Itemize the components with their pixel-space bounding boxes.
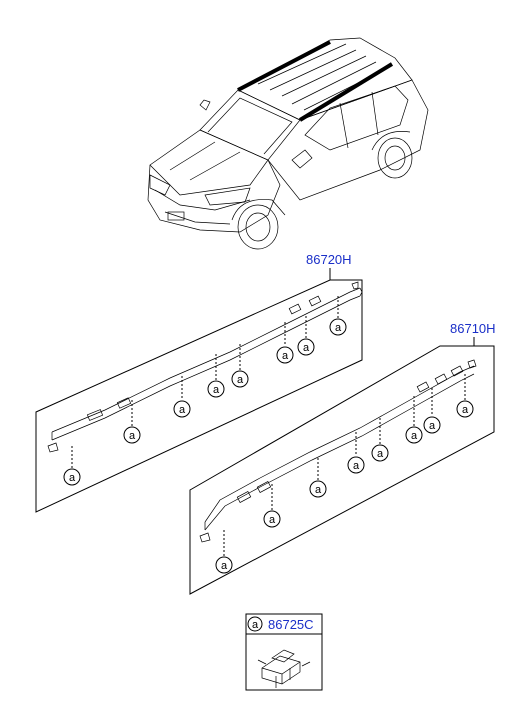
callouts-86720h: a a a a a a a a xyxy=(63,296,347,486)
callout-symbol: a xyxy=(69,472,76,484)
part-number-86710h[interactable]: 86710H xyxy=(450,321,496,336)
callouts-86710h: a a a a a a a a xyxy=(215,374,474,574)
part-number-86720h[interactable]: 86720H xyxy=(306,252,352,267)
callout-symbol: a xyxy=(315,484,322,496)
legend-callout-symbol: a xyxy=(252,619,259,631)
callout-symbol: a xyxy=(303,342,310,354)
callout-symbol: a xyxy=(462,404,469,416)
callout-symbol: a xyxy=(221,560,228,572)
callout-symbol: a xyxy=(269,514,276,526)
callout-symbol: a xyxy=(129,430,136,442)
vehicle-illustration xyxy=(147,37,429,250)
callout-symbol: a xyxy=(282,350,289,362)
callout-symbol: a xyxy=(335,322,342,334)
callout-symbol: a xyxy=(411,430,418,442)
callout-symbol: a xyxy=(429,420,436,432)
callout-symbol: a xyxy=(237,374,244,386)
assembly-86710h: 86710H a a xyxy=(189,321,496,595)
roof-rail-strip-right xyxy=(199,359,477,543)
callout-symbol: a xyxy=(377,448,384,460)
clip-legend-box: a 86725C xyxy=(245,613,323,691)
callout-symbol: a xyxy=(179,404,186,416)
assembly-86720h: 86720H a xyxy=(35,252,363,513)
callout-symbol: a xyxy=(353,460,360,472)
part-number-86725c[interactable]: 86725C xyxy=(268,617,314,632)
clip-icon xyxy=(257,649,311,688)
callout-symbol: a xyxy=(213,384,220,396)
roof-rail-strip-left xyxy=(47,281,363,453)
